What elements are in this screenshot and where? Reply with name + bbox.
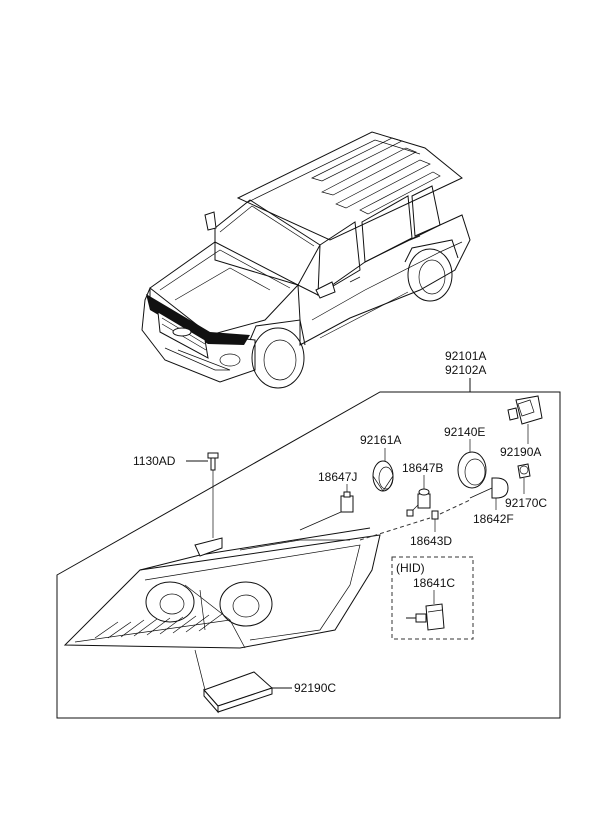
part-label-92102a: 92102A bbox=[445, 363, 486, 377]
bulb-18643d bbox=[359, 499, 471, 541]
part-label-18647j: 18647J bbox=[318, 470, 357, 484]
actuator-92190a bbox=[507, 395, 543, 444]
hid-group bbox=[391, 556, 474, 640]
bulb-18647j bbox=[299, 484, 354, 531]
part-label-18647b: 18647B bbox=[402, 461, 443, 475]
part-label-92190a: 92190A bbox=[500, 445, 541, 459]
socket-cap-92161a bbox=[372, 448, 394, 492]
part-label-92190c: 92190C bbox=[294, 681, 336, 695]
part-label-18642f: 18642F bbox=[473, 512, 514, 526]
headlamp-housing bbox=[63, 527, 381, 649]
bulb-18647b bbox=[406, 475, 431, 517]
part-label-18641c: 18641C bbox=[413, 576, 455, 590]
bulb-18642f bbox=[469, 477, 509, 510]
part-label-92161a: 92161A bbox=[360, 433, 401, 447]
bolt-1130ad bbox=[186, 452, 219, 538]
dust-cap-92140e bbox=[457, 439, 487, 489]
assembly-boundary bbox=[56, 391, 561, 719]
vehicle-illustration bbox=[141, 131, 471, 389]
hid-bulb-18641c bbox=[406, 590, 445, 631]
part-label-92170c: 92170C bbox=[505, 496, 547, 510]
ballast-92190c bbox=[194, 649, 292, 714]
part-label-1130ad: 1130AD bbox=[133, 454, 176, 468]
socket-92170c bbox=[517, 463, 531, 494]
part-label-92140e: 92140E bbox=[444, 425, 485, 439]
part-label-18643d: 18643D bbox=[410, 534, 452, 548]
hid-label: (HID) bbox=[396, 561, 425, 575]
part-label-92101a: 92101A bbox=[445, 349, 486, 363]
